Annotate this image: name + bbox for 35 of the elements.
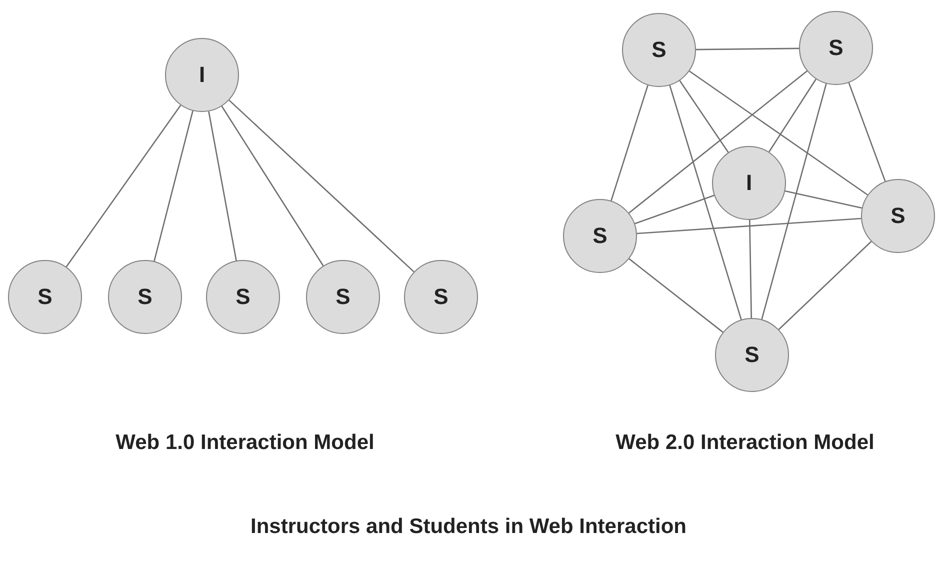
connector-line (628, 258, 724, 333)
circle-node: I (712, 146, 786, 220)
connector-line (749, 220, 752, 318)
circle-node: S (404, 260, 478, 334)
connector-line (778, 241, 872, 330)
connector-line (784, 190, 862, 209)
connector-line (669, 85, 742, 320)
connector-line (208, 111, 237, 261)
connector-line (154, 110, 194, 262)
connector-line (761, 84, 827, 320)
connector-line (610, 85, 648, 201)
circle-node: S (563, 199, 637, 273)
circle-node: S (799, 11, 873, 85)
circle-node: S (108, 260, 182, 334)
connector-line (634, 194, 714, 224)
circle-node: S (206, 260, 280, 334)
caption: Instructors and Students in Web Interaction (250, 515, 688, 539)
diagram-label: Web 2.0 Interaction Model (615, 430, 875, 456)
circle-node: S (622, 13, 696, 87)
connector-line (689, 70, 868, 196)
connector-line (679, 80, 729, 153)
circle-node: I (165, 38, 239, 112)
circle-node: S (8, 260, 82, 334)
connector-line (636, 218, 862, 234)
connector-line (696, 48, 799, 50)
connector-line (628, 70, 808, 214)
connector-line (66, 104, 182, 268)
circle-node: S (715, 318, 789, 392)
circle-node: S (306, 260, 380, 334)
circle-node: S (861, 179, 935, 253)
connector-line (848, 82, 886, 182)
diagram-label: Web 1.0 Interaction Model (115, 430, 375, 456)
connector-line (221, 106, 324, 266)
connector-line (228, 100, 414, 272)
connector-line (768, 78, 816, 152)
